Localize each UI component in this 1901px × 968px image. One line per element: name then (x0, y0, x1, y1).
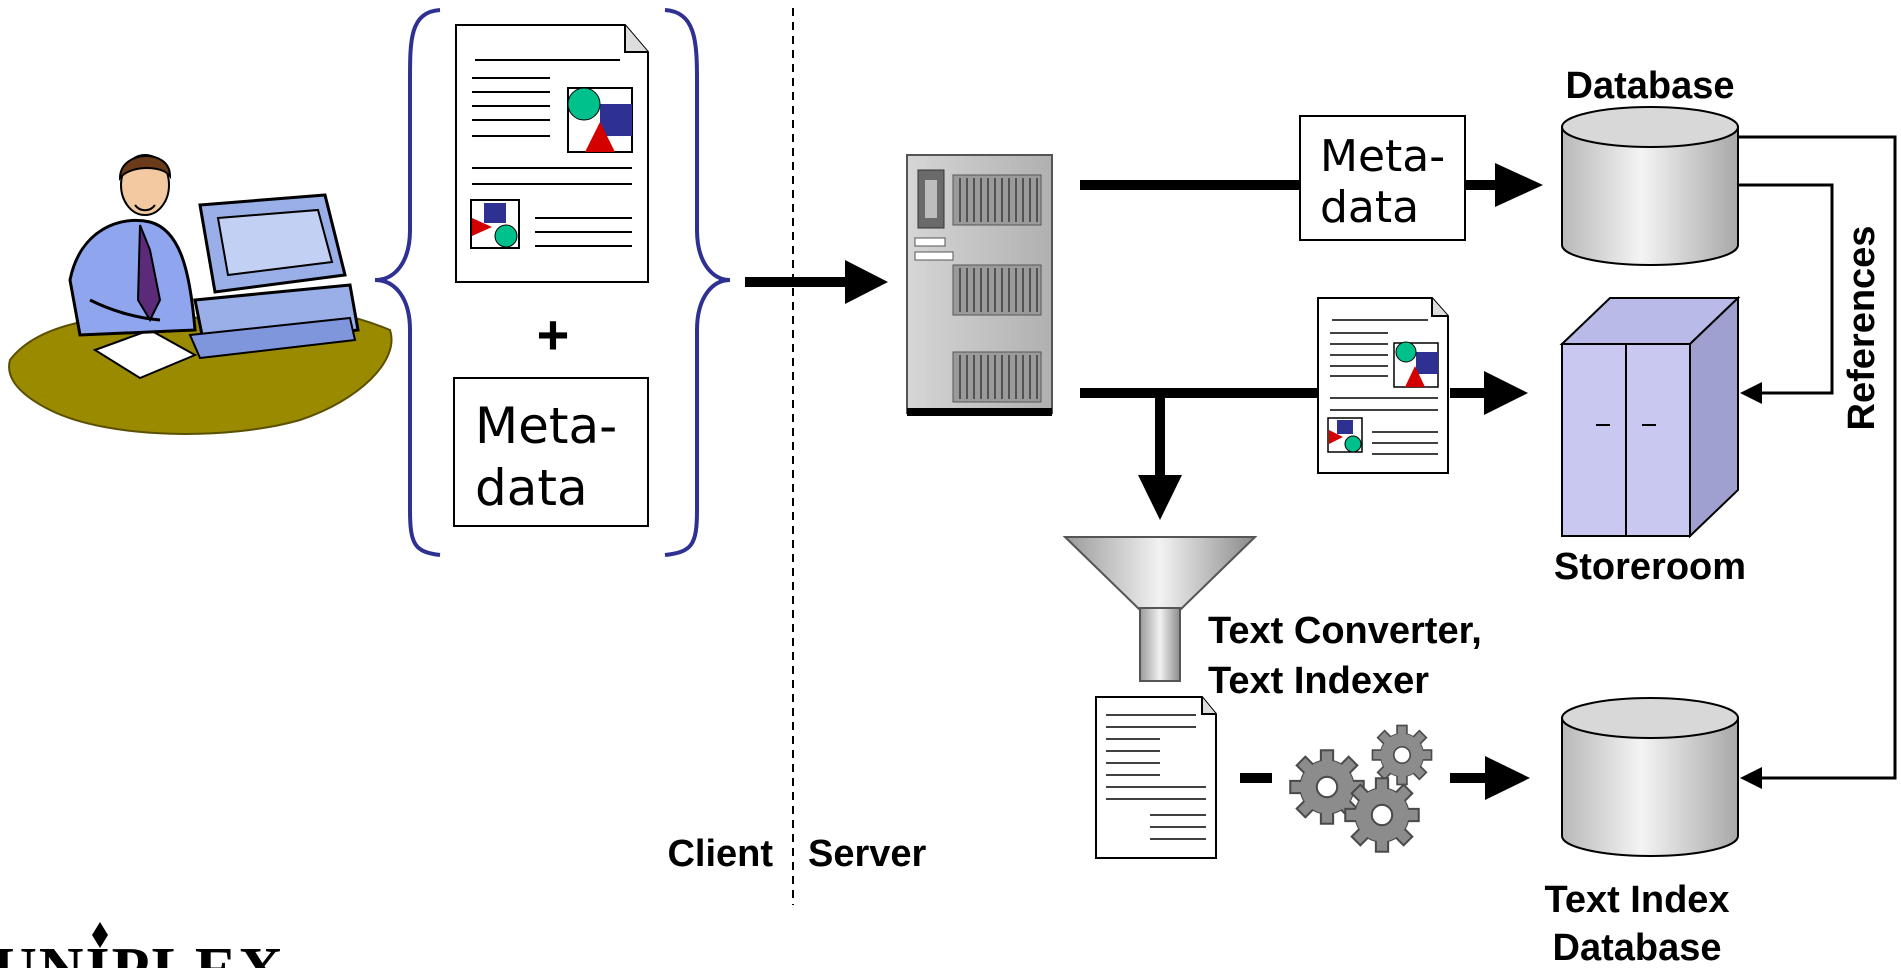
text-converter-label-line2: Text Indexer (1208, 660, 1429, 702)
text-document-icon (1095, 696, 1217, 859)
database-label: Database (1566, 65, 1735, 107)
server-metadata-line2: data (1320, 182, 1419, 233)
client-label: Client (667, 833, 773, 875)
client-document-icon (455, 24, 649, 283)
user-at-computer-icon (8, 154, 393, 435)
funnel-icon (1062, 536, 1258, 682)
client-metadata-line2: data (475, 459, 588, 517)
client-metadata-box (453, 377, 649, 527)
upload-arrow (745, 260, 888, 304)
server-metadata-box (1299, 115, 1466, 241)
server-label: Server (808, 833, 927, 875)
server-document-icon (1317, 297, 1449, 474)
conversion-down-arrow (1138, 393, 1182, 520)
client-metadata-line1: Meta- (475, 397, 617, 455)
metadata-flow-arrow (1080, 163, 1543, 207)
references-connector (1738, 135, 1897, 780)
database-cylinder-icon (1561, 106, 1739, 266)
storeroom-label: Storeroom (1554, 546, 1746, 588)
brand-logo-text: UNIPLEX (0, 936, 285, 968)
plus-sign: + (537, 303, 570, 366)
right-brace (664, 8, 731, 557)
document-flow-arrow (1080, 371, 1528, 415)
index-flow-arrow (1450, 756, 1530, 800)
gears-icon (1289, 724, 1433, 853)
text-index-label-line2: Database (1553, 927, 1722, 968)
references-label: References (1841, 226, 1883, 431)
text-index-label-line1: Text Index (1544, 879, 1729, 921)
text-converter-label-line1: Text Converter, (1208, 610, 1482, 652)
left-brace (374, 8, 441, 557)
textindex-reference-arrowhead (1740, 767, 1762, 789)
storeroom-reference-arrowhead (1740, 382, 1762, 404)
text-index-database-cylinder-icon (1561, 697, 1739, 857)
server-metadata-line1: Meta- (1320, 131, 1445, 182)
server-tower-icon (906, 154, 1053, 416)
brand-logo: UNIPLEX (0, 922, 285, 968)
storeroom-cabinet-icon (1559, 295, 1741, 539)
